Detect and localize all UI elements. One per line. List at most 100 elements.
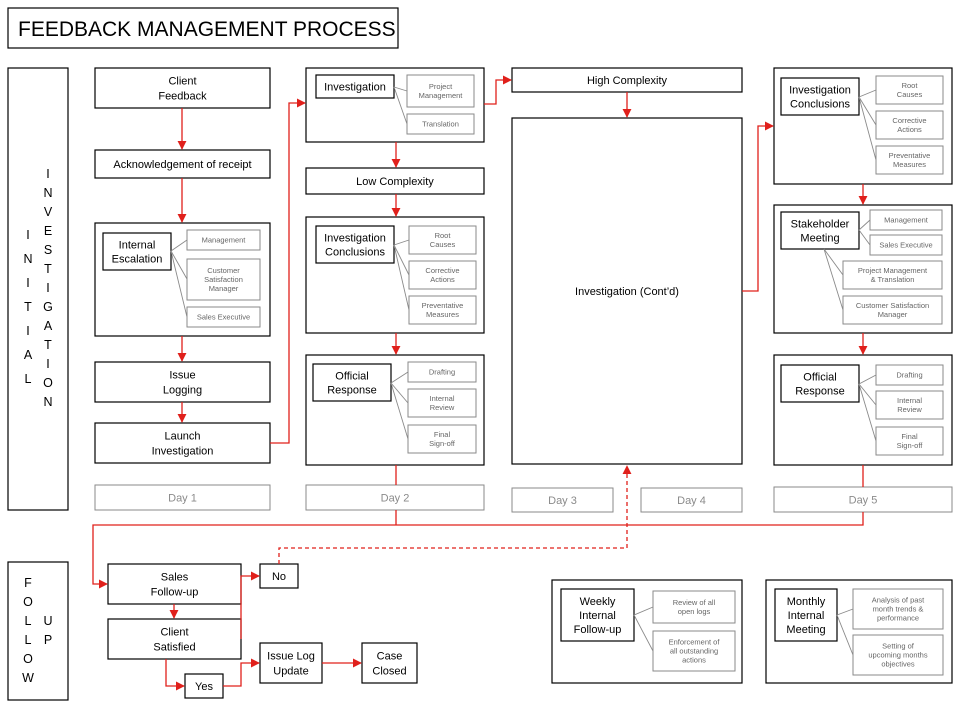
sales-follow-up-box	[107, 563, 242, 605]
d2c-preventative-box	[408, 295, 477, 325]
lane2-col2-letter-1: P	[44, 633, 52, 647]
day4-label: Day 4	[677, 495, 706, 507]
lane1-col2-letter-10: I	[46, 357, 49, 371]
d5-conclusions-box	[780, 77, 860, 116]
investigation-box	[315, 74, 395, 99]
d2r-item-0: Drafting	[429, 368, 455, 377]
d5-response-box	[780, 364, 860, 403]
lane1-col1-letter-3: T	[24, 300, 32, 314]
sm-csm-box	[842, 295, 943, 325]
lane1-col1-letter-5: A	[24, 348, 33, 362]
lane1-col2-letter-0: I	[46, 167, 49, 181]
no-label: No	[272, 571, 286, 583]
investigation-contd-box	[511, 117, 743, 465]
lane2-col1-letter-5: W	[22, 671, 34, 685]
investigation-contd-label: Investigation (Cont’d)	[575, 286, 679, 298]
weekly-box	[560, 588, 635, 642]
yes-box	[184, 673, 224, 699]
title-box	[7, 7, 399, 49]
d5r-item-0: Drafting	[896, 371, 922, 380]
d2c-connectors	[393, 239, 410, 311]
lane2-col1-letter-2: L	[25, 614, 32, 628]
inv-item-1: Translation	[422, 120, 459, 129]
sm-item-0: Management	[884, 216, 929, 225]
lane1-col1-letter-2: I	[26, 276, 29, 290]
sm-item-1: Sales Executive	[879, 241, 932, 250]
launch-investigation-box	[94, 422, 271, 464]
day2-label: Day 2	[381, 492, 410, 504]
lane1-col2-letter-5: T	[44, 262, 52, 276]
sm-connectors	[823, 219, 871, 311]
ie-item-2: Sales Executive	[197, 313, 250, 322]
inv-pm-box	[406, 74, 475, 108]
low-complexity-label: Low Complexity	[356, 176, 434, 188]
d5r-connectors	[858, 374, 877, 442]
page-title: FEEDBACK MANAGEMENT PROCESS	[18, 18, 396, 41]
day3-box	[511, 487, 614, 513]
lane1-col2-letter-7: G	[43, 300, 53, 314]
lane2-col1-letter-4: O	[23, 652, 33, 666]
monthly-analysis-box	[852, 588, 944, 630]
lane1-col1-letter-6: L	[25, 372, 32, 386]
yes-label: Yes	[195, 681, 213, 693]
client-satisfied-box	[107, 618, 242, 660]
issue-log-update-box	[259, 642, 323, 684]
lane-initial-investigation	[7, 67, 69, 511]
arrow-days-followup	[92, 465, 864, 584]
arrow-yes-update	[223, 658, 260, 687]
high-complexity-box	[511, 67, 743, 93]
lane1-col2-letter-2: V	[44, 205, 53, 219]
lane1-col2-letter-12: N	[43, 395, 52, 409]
weekly-enforce-box	[652, 630, 736, 672]
arrow-contd-conclusions	[742, 121, 774, 292]
monthly-box	[774, 588, 838, 642]
lane1-col1-letter-0: I	[26, 228, 29, 242]
weekly-connectors	[633, 606, 654, 652]
day5-label: Day 5	[849, 494, 878, 506]
d2c-corrective-box	[408, 260, 477, 290]
lane2-col1-letter-3: L	[25, 633, 32, 647]
investigation-label: Investigation	[324, 81, 386, 93]
day3-label: Day 3	[548, 495, 577, 507]
day5-box	[773, 486, 953, 513]
monthly-connectors	[836, 608, 854, 656]
ie-item-0: Management	[202, 236, 247, 245]
flow-arrows	[92, 75, 868, 691]
lane-follow-up	[7, 561, 69, 701]
lane1-col1-letter-4: I	[26, 324, 29, 338]
lane1-col1-letter-1: N	[23, 252, 32, 266]
lane2-col2-letter-0: U	[43, 614, 52, 628]
